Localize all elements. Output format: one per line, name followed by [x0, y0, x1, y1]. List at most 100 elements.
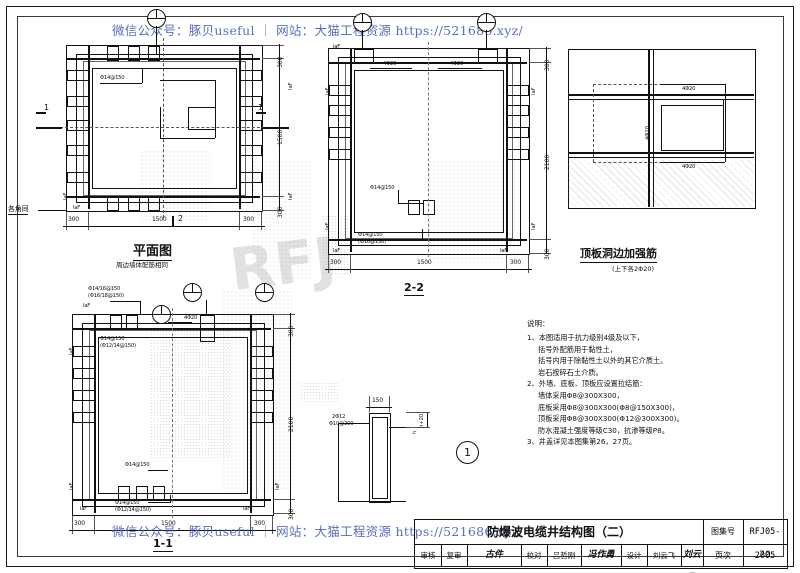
s11-rebar-top-1: Φ14/16@150: [88, 286, 121, 292]
topslab-subtitle: (上下各2Φ20): [612, 265, 655, 273]
note-2-line-2: 底板采用Φ8@300X300(Φ8@150X300)，: [538, 402, 680, 412]
s22-dim-right-2: 2100: [544, 154, 551, 170]
sig-role-sheji: 设计: [621, 544, 648, 567]
note-1-line-2: 括号内用于除黏性土以外的其它介质土。: [538, 356, 668, 366]
sig-name-jiaodui: 吕哲刚: [547, 544, 582, 567]
sig-role-shenhe: 审核: [415, 544, 442, 567]
atlas-number-value: RFJ05-2005: [749, 527, 781, 561]
note-2-number: 2、: [527, 379, 539, 389]
plan-dim-right-3: 300: [277, 206, 284, 218]
s11-rebar-bottom-1: Φ14@150: [115, 500, 140, 506]
s22-dev-len-t1: laF: [333, 44, 341, 50]
s22-rebar-4d20-left: 4Φ20: [383, 61, 397, 67]
signature-row: 审核 复审 古件 校对 吕哲刚 冯作勇 设计 刘云飞 刘云飞: [415, 544, 704, 567]
notes-block: 说明： 1、本图适用于抗力级别4级及以下， 括号外配筋用于黏性土， 括号内用于除…: [527, 318, 792, 448]
sig-mark-jiaodui: 冯作勇: [581, 544, 622, 567]
s22-rebar-bottom-1: Φ14@150: [358, 232, 383, 238]
notes-heading: 说明：: [527, 319, 550, 328]
note-1-line-1: 括号外配筋用于黏性土，: [538, 344, 618, 354]
s11-dev-len-r2: laF: [275, 482, 281, 490]
s22-detail-bubble-right: [477, 13, 496, 32]
page-number-value: 20: [759, 550, 771, 560]
s22-title: 2-2: [404, 281, 424, 296]
note-3-line-0: 3、井盖详见本图集第26，27页。: [527, 436, 792, 448]
sig-name-sheji: 刘云飞: [647, 544, 682, 567]
detail1-label-4: h: [412, 430, 418, 434]
sheet-border-inner: [17, 16, 784, 557]
s11-dim-bottom-3: 300: [254, 520, 265, 527]
s22-dim-right-1: 300: [544, 59, 551, 71]
s11-dim-right-3: 300: [288, 508, 295, 520]
detail1-label-2: Φ10@200: [329, 421, 354, 427]
s22-dim-bottom-3: 300: [510, 259, 521, 266]
note-2-line-0: 2、外墙、底板、顶板应设置拉结筋：: [527, 378, 792, 390]
plan-subtitle: 周边墙体配筋相同: [116, 261, 168, 269]
page-number-label: 页次: [703, 544, 744, 567]
topslab-label-top: 4Φ20: [682, 86, 696, 92]
plan-dim-right-2: 1500: [277, 129, 284, 145]
s22-dev-len-l2: laF: [325, 222, 331, 230]
sig-role-fushen: 复审: [441, 544, 468, 567]
s22-dev-len-b2: laF: [500, 248, 508, 254]
s11-rebar-inner-2: (Φ12/14@150): [100, 343, 136, 349]
detail1-key-number: 1: [456, 441, 479, 464]
s11-rebar-top-2: (Φ16/18@150): [88, 293, 124, 299]
s11-dim-bottom-1: 300: [74, 520, 85, 527]
plan-dim-bottom-1: 300: [68, 216, 79, 223]
s11-dim-right-1: 300: [288, 325, 295, 337]
topslab-title: 顶板洞边加强筋: [580, 245, 657, 263]
note-2-text-0: 外墙、底板、顶板应设置拉结筋：: [538, 379, 647, 389]
plan-dim-bottom-3: 300: [243, 216, 254, 223]
s22-rebar-4d20-right: 4Φ20: [450, 61, 464, 67]
s11-dev-len-b1: laF: [80, 506, 88, 512]
note-1-line-0: 1、本图适用于抗力级别4级及以下，: [527, 332, 792, 344]
plan-section-mark-2: 2: [178, 214, 183, 223]
plan-dim-right-1: 300: [277, 56, 284, 68]
note-2-line-3: 顶板采用Φ8@300X300(Φ12@300X300)。: [538, 414, 684, 424]
plan-section-mark-1-right: 1: [258, 103, 263, 112]
plan-section-mark-1-left: 1: [44, 103, 49, 112]
plan-rebar-label: Φ14@150: [100, 75, 125, 81]
sig-role-jiaodui: 校对: [521, 544, 548, 567]
plan-dev-length-right: laF: [288, 82, 294, 90]
note-3-number: 3、: [527, 437, 539, 447]
s22-dim-bottom-1: 300: [330, 259, 341, 266]
s11-dev-len-l1: laF: [69, 347, 75, 355]
sig-name-fushen: 古件: [467, 544, 522, 567]
note-2-line-4: 防水混凝土强度等级C30，抗渗等级P8。: [538, 425, 669, 435]
detail1-label-1: 2Φ12: [332, 414, 346, 420]
s11-rebar-bottom-2: (Φ12/14@150): [115, 507, 151, 513]
atlas-number-label: 图集号: [703, 520, 744, 544]
s22-dim-bottom-2: 1500: [417, 259, 432, 266]
s11-dim-right-2: 2100: [288, 416, 295, 432]
plan-dim-bottom-2: 1500: [152, 216, 167, 223]
s11-dev-len-t: laF: [83, 303, 91, 309]
plan-dev-length-bottom: laF: [73, 205, 81, 211]
s11-dim-bottom-2: 1500: [161, 520, 176, 527]
s22-rebar-bottom-2: (Φ16@150): [358, 239, 387, 245]
note-1-text-0: 本图适用于抗力级别4级及以下，: [538, 333, 644, 342]
plan-title: 平面图: [133, 240, 173, 261]
s11-detail-bubble-a: [152, 305, 171, 324]
note-1-number: 1、: [527, 333, 539, 342]
plan-corner-note: 各角同: [8, 205, 29, 215]
s11-detail-bubble-c: [255, 283, 274, 302]
s11-rebar-4d20: 4Φ20: [184, 315, 198, 321]
s22-rebar-mid: Φ14@150: [370, 185, 395, 191]
s11-detail-bubble-b: [183, 283, 202, 302]
watermark-bottom: 微信公众号：豚贝useful ｜ 网站：大猫工程资源 https://52168…: [112, 524, 524, 539]
title-block-main-row: 防爆波电缆井结构图（二） 图集号 RFJ05-2005: [415, 520, 787, 561]
topslab-label-bottom: 4Φ20: [682, 164, 696, 170]
s11-rebar-mid: Φ14@150: [125, 462, 150, 468]
s11-title: 1-1: [153, 537, 173, 552]
plan-dev-length-right2: laF: [288, 192, 294, 200]
note-3-text-0: 井盖详见本图集第26，27页。: [538, 437, 637, 447]
title-block: 防爆波电缆井结构图（二） 图集号 RFJ05-2005 审核 复审 古件 校对 …: [414, 519, 788, 569]
s22-dev-len-b1: laF: [333, 248, 341, 254]
plan-detail-bubble: [147, 9, 166, 28]
drawing-name: 防爆波电缆井结构图（二）: [415, 520, 704, 544]
note-1-line-3: 岩石按碎石土介质。: [538, 367, 603, 377]
sheet-border: [6, 6, 794, 567]
s22-dev-len-r1: laF: [531, 87, 537, 95]
